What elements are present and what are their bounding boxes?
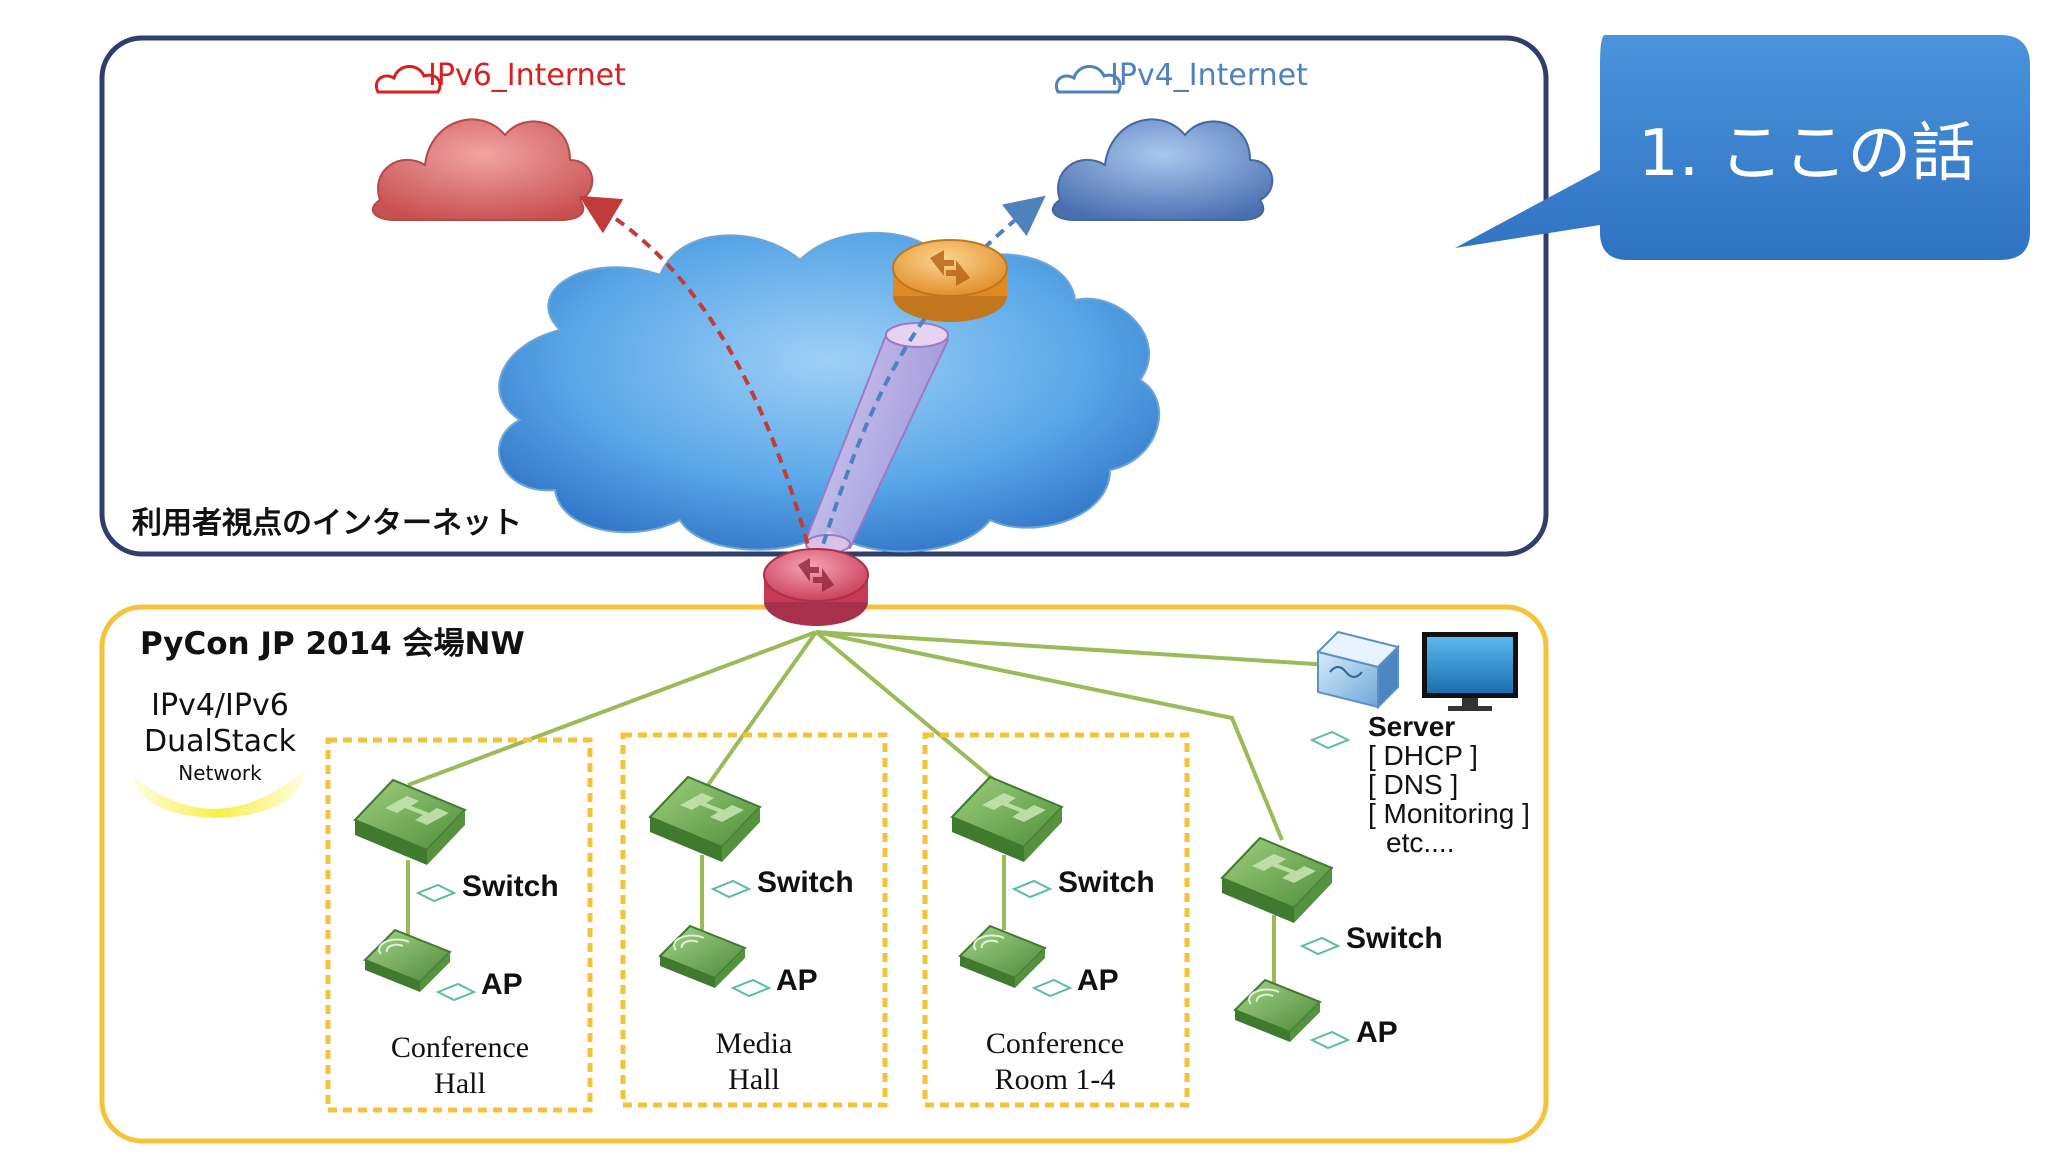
- zone3-name: Conference Room 1-4: [935, 1026, 1175, 1098]
- monitor-icon: [1422, 632, 1518, 711]
- venue-box-label: PyCon JP 2014 会場NW: [140, 626, 525, 662]
- zone4-switch-label: Switch: [1346, 922, 1443, 955]
- zone4-ap-label: AP: [1356, 1016, 1398, 1049]
- switch-icon-4: [1220, 836, 1334, 923]
- dualstack-line2: DualStack: [144, 724, 296, 759]
- dualstack-line1: IPv4/IPv6: [151, 688, 289, 723]
- server-block: Server [ DHCP ] [ DNS ] [ Monitoring ] e…: [1368, 712, 1530, 857]
- zone1-name: Conference Hall: [340, 1030, 580, 1102]
- ap-icon-1: [363, 928, 452, 992]
- zone2-switch-label: Switch: [757, 866, 854, 899]
- switch-icon-2: [648, 775, 762, 862]
- zone3-name-line2: Room 1-4: [994, 1063, 1116, 1096]
- zone1-name-line1: Conference: [390, 1031, 530, 1064]
- server-icon: [1316, 630, 1400, 710]
- zone2-ap-label: AP: [776, 964, 818, 997]
- callout-text: 1. ここの話: [1638, 117, 1976, 191]
- ipv6-route-arrow: [578, 195, 814, 561]
- dualstack-glow: [132, 770, 305, 818]
- switch-ap-links: [406, 855, 1276, 985]
- zone3-switch-label: Switch: [1058, 866, 1155, 899]
- zone1-switch-label: Switch: [462, 870, 559, 903]
- ipv6-cloud-icon: [375, 65, 442, 94]
- server-item-dhcp: [ DHCP ]: [1368, 740, 1478, 771]
- switch-icon-3: [950, 775, 1064, 862]
- server-item-monitoring: [ Monitoring ]: [1368, 798, 1530, 829]
- ipv4-route-arrow: [816, 195, 1046, 561]
- server-item-dns: [ DNS ]: [1368, 769, 1459, 800]
- server-title: Server: [1368, 711, 1456, 742]
- switch-icon-1: [353, 778, 467, 865]
- zone3-ap-label: AP: [1077, 964, 1119, 997]
- transit-cloud: [498, 231, 1161, 553]
- dualstack-label: IPv4/IPv6 DualStack Network: [132, 688, 308, 786]
- ap-icon-3: [958, 924, 1047, 988]
- zone2-name-line1: Media: [715, 1027, 793, 1060]
- ipv6-cloud: [371, 118, 594, 221]
- ap-icon-2: [658, 924, 747, 988]
- ipv4-cloud-icon: [1055, 65, 1122, 94]
- core-router-icon: [763, 548, 869, 626]
- zone1-name-line2: Hall: [434, 1067, 486, 1100]
- dualstack-line3: Network: [178, 761, 262, 785]
- callout-bubble: [1455, 35, 2030, 260]
- ipv4-cloud: [1051, 118, 1274, 221]
- zone2-name-line2: Hall: [728, 1063, 780, 1096]
- zone2-name: Media Hall: [634, 1026, 874, 1098]
- server-item-etc: etc....: [1386, 827, 1455, 858]
- label-markers: [415, 730, 1351, 1050]
- ipv4-cloud-label: IPv4_Internet: [1110, 58, 1308, 93]
- uplinks: [407, 630, 1331, 841]
- internet-box-label: 利用者視点のインターネット: [132, 506, 522, 541]
- ipv6-cloud-label: IPv6_Internet: [428, 58, 626, 93]
- zone3-name-line1: Conference: [985, 1027, 1125, 1060]
- tunnel-router-icon: [892, 239, 1008, 322]
- zone1-ap-label: AP: [481, 968, 523, 1001]
- ap-icon-4: [1233, 978, 1322, 1042]
